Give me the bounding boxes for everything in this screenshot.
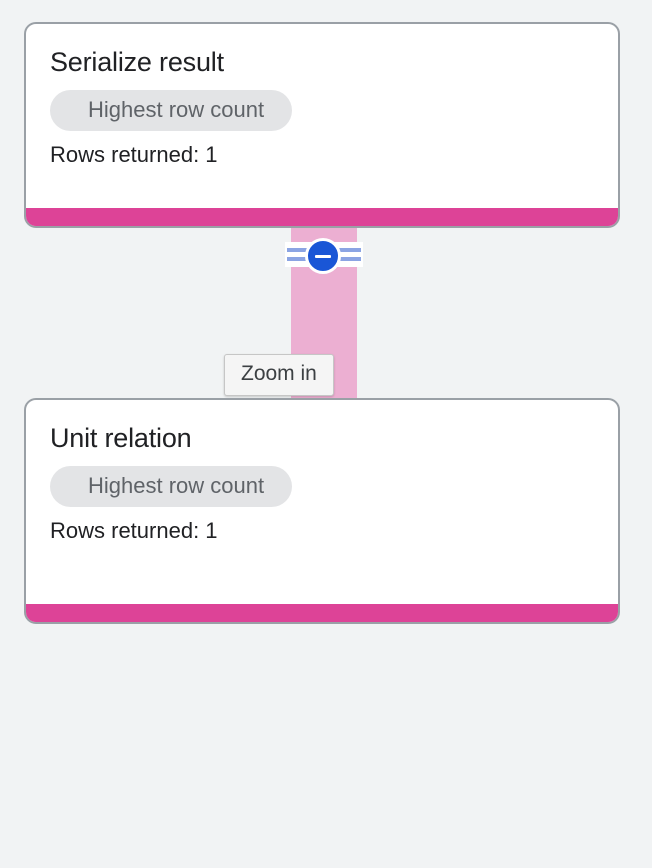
node-title: Unit relation bbox=[50, 423, 192, 453]
status-badge: Highest row count bbox=[50, 90, 293, 131]
node-card-serialize-result[interactable]: Serialize result Highest row count Rows … bbox=[24, 22, 620, 228]
node-status-bar bbox=[26, 604, 618, 622]
node-body: Unit relation Highest row count Rows ret… bbox=[26, 400, 618, 604]
node-card-unit-relation[interactable]: Unit relation Highest row count Rows ret… bbox=[24, 398, 620, 624]
node-body: Serialize result Highest row count Rows … bbox=[26, 24, 618, 208]
status-badge: Highest row count bbox=[50, 466, 293, 507]
rows-returned-label: Rows returned: 1 bbox=[50, 142, 218, 167]
rows-returned-label: Rows returned: 1 bbox=[50, 518, 218, 543]
zoom-in-tooltip: Zoom in bbox=[224, 354, 334, 396]
minus-icon bbox=[315, 254, 331, 258]
edge-collapse-toggle-button[interactable] bbox=[305, 238, 341, 274]
node-title: Serialize result bbox=[50, 47, 224, 77]
node-status-bar bbox=[26, 208, 618, 226]
